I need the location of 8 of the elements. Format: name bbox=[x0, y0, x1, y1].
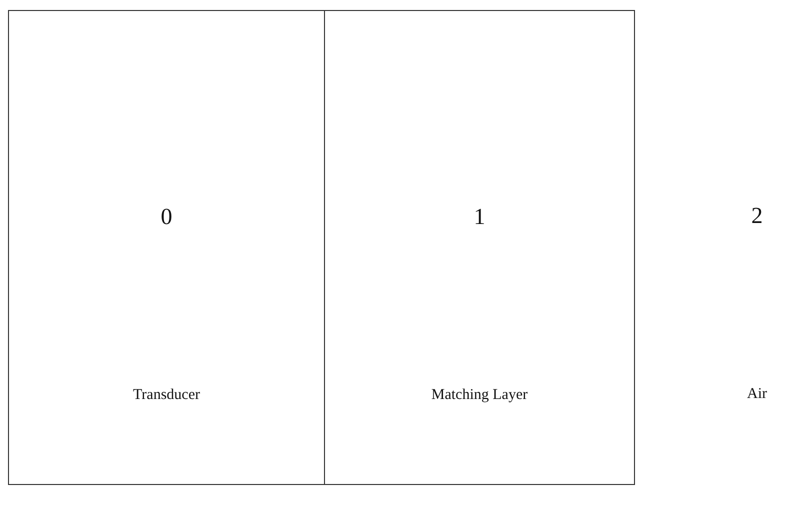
layer-number: 1 bbox=[474, 204, 486, 230]
layer-name: Air bbox=[747, 386, 767, 402]
layer-number: 0 bbox=[160, 204, 172, 230]
layer-name: Matching Layer bbox=[431, 387, 528, 404]
layer-box bbox=[8, 10, 325, 485]
layer-name: Transducer bbox=[133, 387, 200, 404]
layer-box bbox=[324, 10, 635, 485]
layer-number: 2 bbox=[751, 203, 763, 228]
